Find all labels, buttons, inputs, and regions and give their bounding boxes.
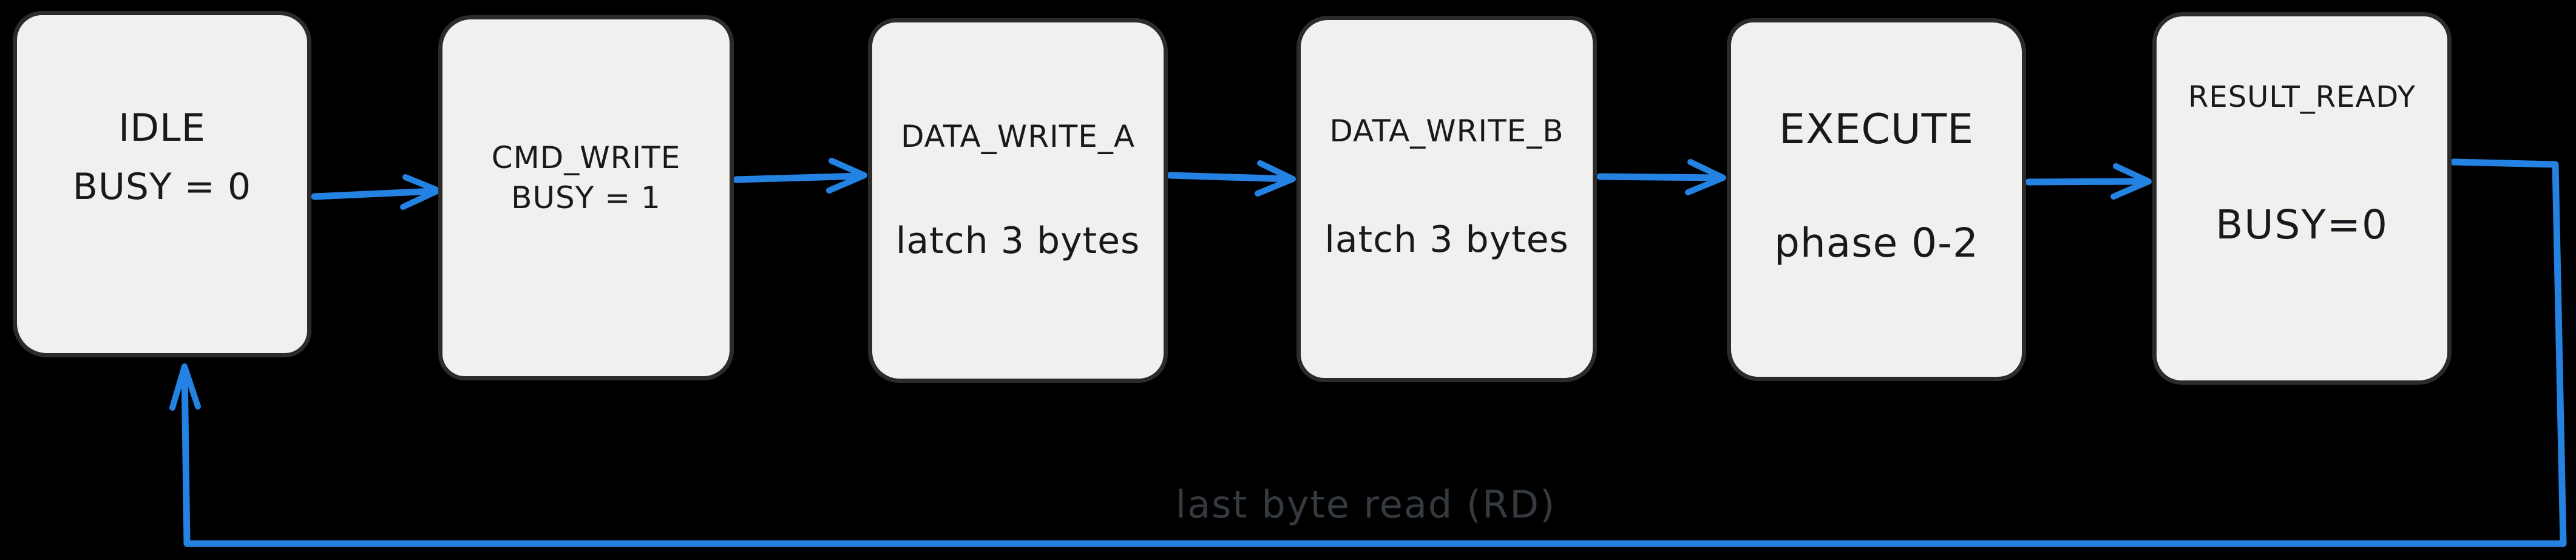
arrow-data-write-b-to-execute: [1596, 159, 1726, 195]
state-data-write-a: DATA_WRITE_A latch 3 bytes: [868, 18, 1168, 383]
state-subtitle: BUSY=0: [2215, 201, 2389, 249]
state-subtitle: BUSY = 0: [72, 166, 252, 209]
state-title: IDLE: [118, 106, 206, 150]
state-data-write-b: DATA_WRITE_B latch 3 bytes: [1296, 16, 1597, 382]
state-result-ready: RESULT_READY BUSY=0: [2152, 12, 2452, 385]
state-subtitle: latch 3 bytes: [1324, 218, 1569, 261]
state-subtitle: latch 3 bytes: [895, 219, 1141, 262]
state-title: CMD_WRITE: [491, 140, 681, 175]
state-idle: IDLE BUSY = 0: [13, 11, 311, 357]
loop-transition-label: last byte read (RD): [1175, 482, 1556, 527]
state-title: EXECUTE: [1778, 106, 1974, 153]
state-title: DATA_WRITE_B: [1329, 113, 1564, 149]
state-subtitle: BUSY = 1: [511, 180, 661, 215]
state-title: RESULT_READY: [2188, 80, 2416, 114]
arrow-data-write-a-to-data-write-b: [1167, 160, 1296, 197]
arrow-execute-to-result-ready: [2025, 163, 2152, 200]
state-cmd-write: CMD_WRITE BUSY = 1: [438, 15, 734, 380]
state-execute: EXECUTE phase 0-2: [1727, 18, 2026, 381]
arrow-cmd-write-to-data-write-a: [733, 158, 867, 194]
arrow-result-ready-to-idle-loop: [169, 158, 2567, 547]
state-title: DATA_WRITE_A: [900, 119, 1136, 154]
arrow-idle-to-cmd-write: [311, 174, 441, 210]
state-subtitle: phase 0-2: [1774, 220, 1979, 267]
